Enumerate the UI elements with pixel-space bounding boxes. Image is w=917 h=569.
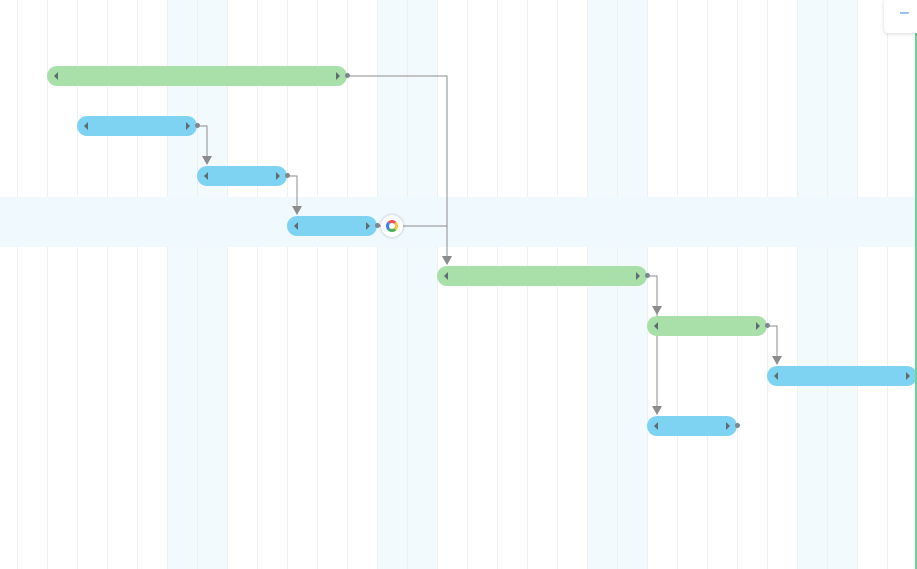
grid-column-line: [677, 0, 678, 569]
grid-column-line: [167, 0, 168, 569]
task-bar[interactable]: [197, 166, 290, 186]
grid-column-line: [197, 0, 198, 569]
dependency-arrowhead: [442, 256, 452, 265]
weekend-column: [167, 0, 197, 569]
grid-column-line: [227, 0, 228, 569]
grid-column-line: [287, 0, 288, 569]
grid-column-line: [17, 0, 18, 569]
grid-column-line: [827, 0, 828, 569]
grid-column-line: [887, 0, 888, 569]
task-bar[interactable]: [77, 116, 200, 136]
link-connector[interactable]: [345, 73, 350, 78]
task-bar[interactable]: [437, 266, 650, 286]
resize-right-handle[interactable]: [336, 72, 340, 80]
grid-column-line: [767, 0, 768, 569]
dependency-arrowhead: [292, 206, 302, 215]
resize-left-handle[interactable]: [84, 122, 88, 130]
dependency-link-line: [197, 125, 208, 164]
scroll-edge-indicator: [915, 0, 917, 569]
link-connector[interactable]: [765, 323, 770, 328]
grid-column-line: [317, 0, 318, 569]
resize-right-handle[interactable]: [636, 272, 640, 280]
dependency-link-line: [767, 325, 778, 364]
grid-column-line: [857, 0, 858, 569]
resize-right-handle[interactable]: [276, 172, 280, 180]
resize-left-handle[interactable]: [654, 422, 658, 430]
dependency-arrowhead: [652, 406, 662, 415]
resize-right-handle[interactable]: [186, 122, 190, 130]
grid-column-line: [797, 0, 798, 569]
grid-column-line: [257, 0, 258, 569]
task-bar[interactable]: [47, 66, 350, 86]
task-bar[interactable]: [647, 416, 740, 436]
dependency-arrowhead: [202, 156, 212, 165]
grid-column-line: [137, 0, 138, 569]
grid-column-line: [47, 0, 48, 569]
grid-column-line: [737, 0, 738, 569]
grid-column-line: [407, 0, 408, 569]
resize-right-handle[interactable]: [726, 422, 730, 430]
link-connector[interactable]: [645, 273, 650, 278]
task-bar[interactable]: [767, 366, 917, 386]
dependency-link-line: [647, 275, 658, 414]
task-bar[interactable]: [287, 216, 380, 236]
resize-left-handle[interactable]: [294, 222, 298, 230]
weekend-column: [797, 0, 827, 569]
link-connector[interactable]: [375, 223, 380, 228]
dependency-arrowhead: [772, 356, 782, 365]
grid-column-line: [647, 0, 648, 569]
resize-left-handle[interactable]: [54, 72, 58, 80]
selected-row-highlight: [0, 197, 917, 247]
grid-column-line: [77, 0, 78, 569]
weekend-column: [827, 0, 857, 569]
color-ring-icon[interactable]: [381, 215, 403, 237]
resize-left-handle[interactable]: [774, 372, 778, 380]
zoom-out-button[interactable]: –: [900, 4, 909, 21]
weekend-column: [197, 0, 227, 569]
link-connector[interactable]: [285, 173, 290, 178]
resize-right-handle[interactable]: [366, 222, 370, 230]
link-connector[interactable]: [735, 423, 740, 428]
grid-column-line: [377, 0, 378, 569]
resize-left-handle[interactable]: [654, 322, 658, 330]
resize-right-handle[interactable]: [906, 372, 910, 380]
resize-left-handle[interactable]: [444, 272, 448, 280]
grid-column-line: [437, 0, 438, 569]
resize-right-handle[interactable]: [756, 322, 760, 330]
dependency-link-line: [287, 175, 298, 214]
grid-column-line: [347, 0, 348, 569]
weekend-column: [407, 0, 437, 569]
resize-left-handle[interactable]: [204, 172, 208, 180]
grid-column-line: [107, 0, 108, 569]
zoom-controls: –: [884, 0, 917, 33]
task-bar[interactable]: [647, 316, 770, 336]
weekend-column: [377, 0, 407, 569]
dependency-link-line: [347, 75, 448, 264]
link-connector[interactable]: [195, 123, 200, 128]
grid-column-line: [707, 0, 708, 569]
